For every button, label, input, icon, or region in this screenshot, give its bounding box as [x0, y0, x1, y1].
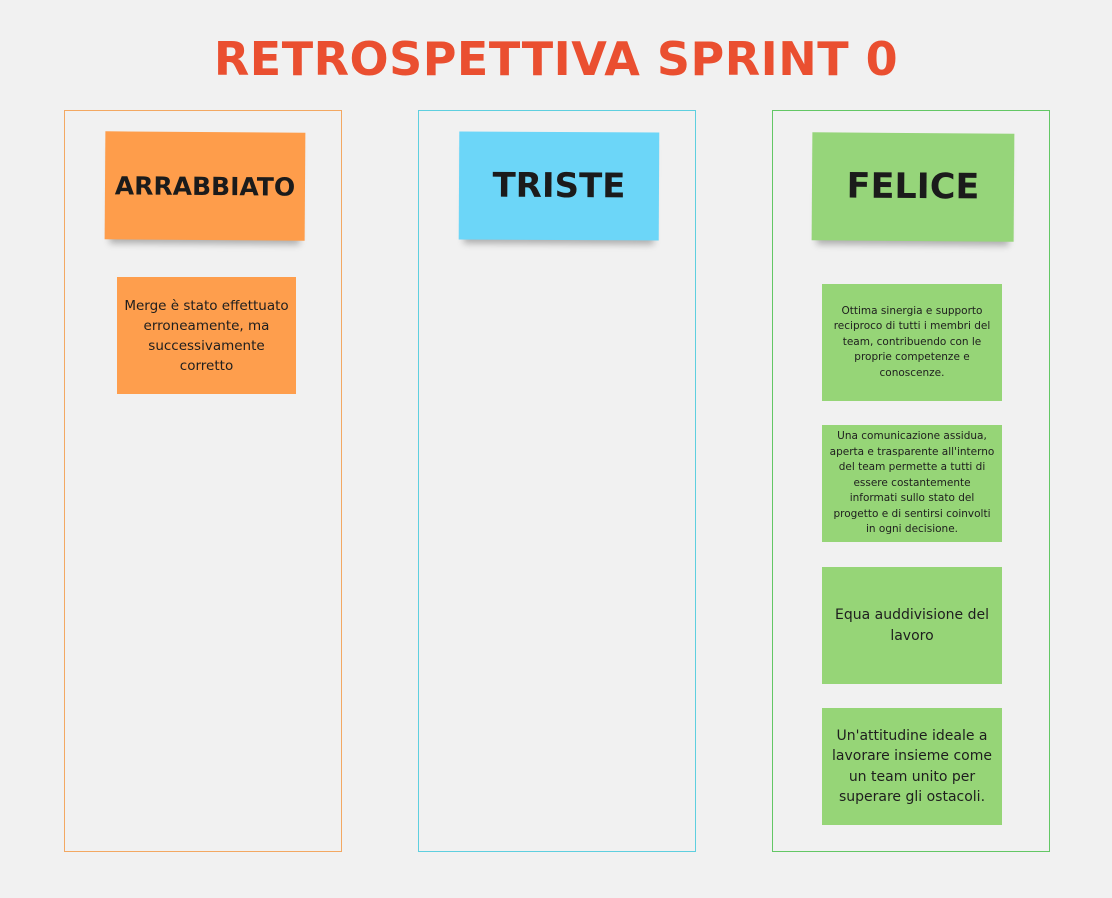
sticky-note[interactable]: Ottima sinergia e supporto reciproco di … [822, 284, 1002, 401]
column-header-felice[interactable]: FELICE [811, 132, 1015, 242]
column-triste: TRISTE [418, 110, 696, 852]
column-header-arrabbiato[interactable]: ARRABBIATO [104, 131, 306, 241]
sticky-note[interactable]: Equa auddivisione del lavoro [822, 567, 1002, 684]
sticky-note[interactable]: Merge è stato effettuato erroneamente, m… [117, 277, 296, 394]
column-header-triste[interactable]: TRISTE [458, 131, 660, 241]
sticky-note[interactable]: Un'attitudine ideale a lavorare insieme … [822, 708, 1002, 825]
column-arrabbiato: ARRABBIATO Merge è stato effettuato erro… [64, 110, 342, 852]
column-felice: FELICE Ottima sinergia e supporto recipr… [772, 110, 1050, 852]
board-title: RETROSPETTIVA SPRINT 0 [213, 32, 899, 86]
sticky-note[interactable]: Una comunicazione assidua, aperta e tras… [822, 425, 1002, 542]
